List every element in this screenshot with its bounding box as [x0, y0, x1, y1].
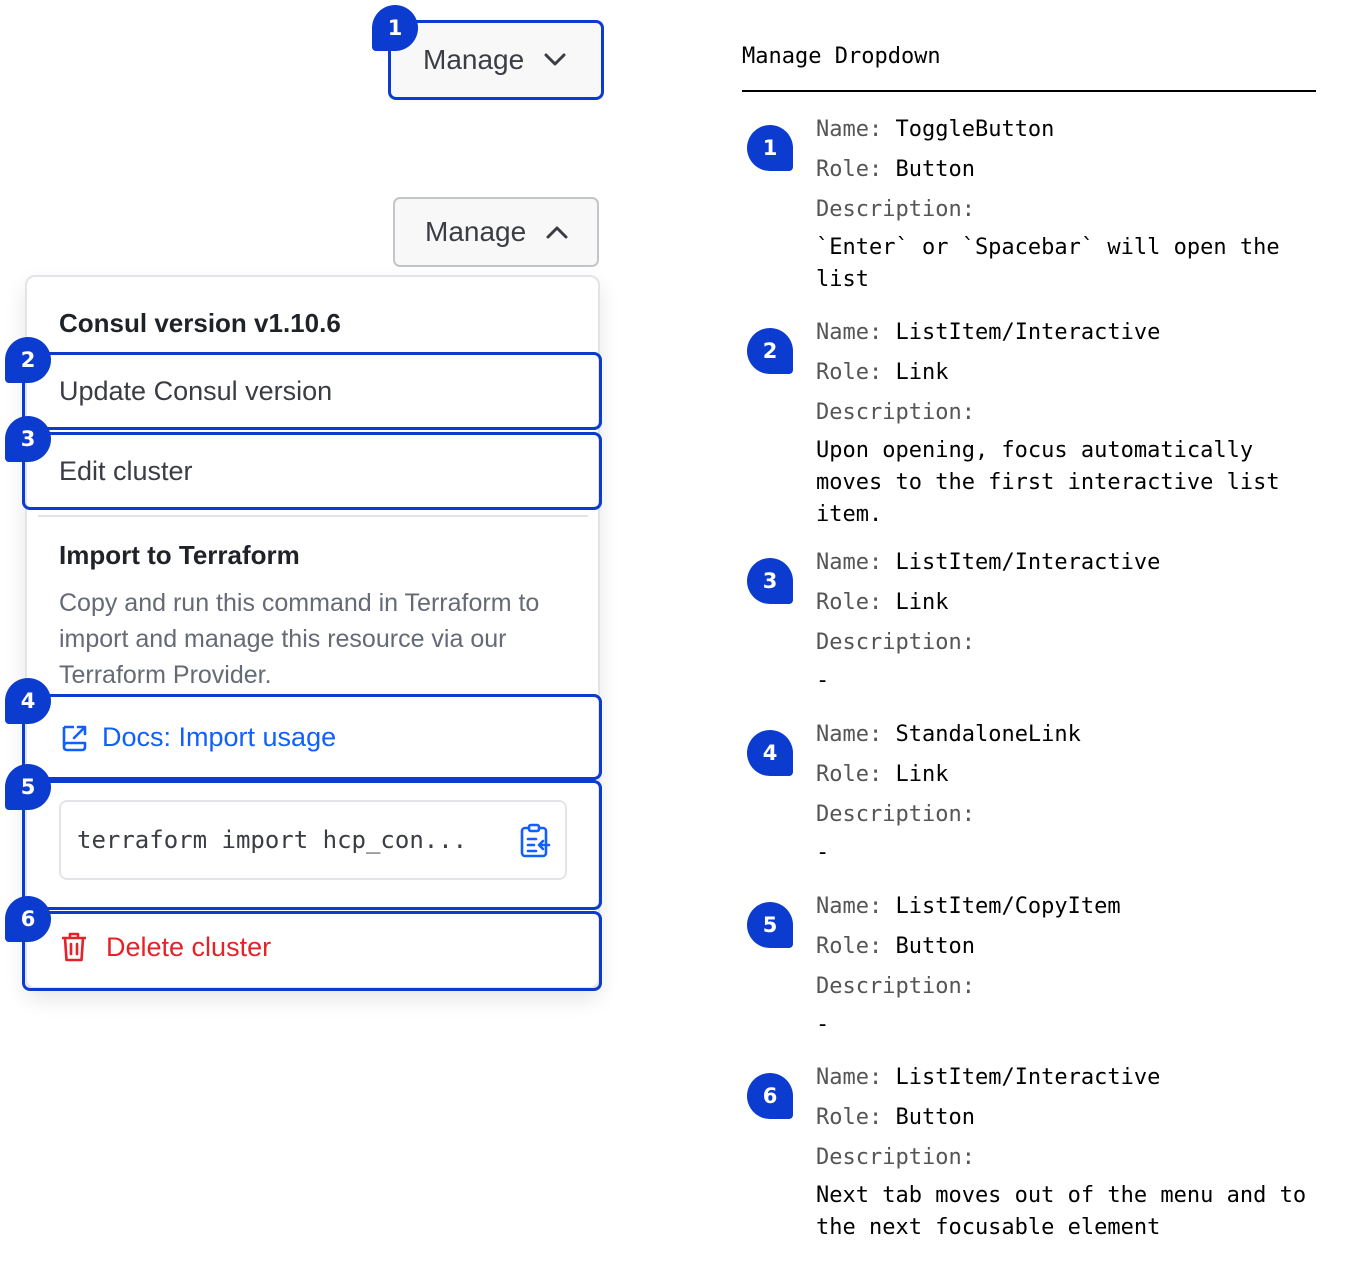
description-key: Description: [816, 197, 975, 222]
docs-link-label: Docs: Import usage [102, 722, 337, 752]
edit-focus-ring [22, 432, 602, 510]
role-key: Role: [816, 157, 883, 182]
delete-focus-ring [22, 911, 602, 991]
doc-entry-1: Name: ToggleButton Role: Button Descript… [816, 110, 1316, 296]
description-key: Description: [816, 1145, 975, 1170]
entry-description: - [816, 668, 830, 693]
name-key: Name: [816, 1065, 883, 1090]
entry-description: `Enter` or `Spacebar` will open the list [816, 235, 1280, 292]
chevron-up-icon [546, 226, 568, 239]
description-key: Description: [816, 630, 975, 655]
description-key: Description: [816, 400, 975, 425]
badge-3: 3 [5, 416, 51, 462]
copy-command-text: terraform import hcp_con... [77, 826, 468, 854]
entry-description: - [816, 1012, 830, 1037]
update-consul-version-item[interactable]: Update Consul version [59, 376, 333, 406]
chevron-down-icon [544, 53, 566, 66]
doc-badge-6: 6 [747, 1073, 793, 1119]
manage-toggle-button-open[interactable]: Manage [393, 197, 599, 267]
import-title: Import to Terraform [59, 540, 300, 570]
entry-name: StandaloneLink [895, 722, 1081, 747]
entry-name: ListItem/CopyItem [895, 894, 1121, 919]
entry-description: Upon opening, focus automatically moves … [816, 438, 1280, 527]
consul-version-title: Consul version v1.10.6 [59, 308, 341, 338]
doc-title-rule [742, 90, 1316, 92]
role-key: Role: [816, 1105, 883, 1130]
external-link-icon [62, 725, 87, 751]
delete-cluster-item[interactable]: Delete cluster [60, 931, 271, 963]
name-key: Name: [816, 894, 883, 919]
doc-entry-6: Name: ListItem/Interactive Role: Button … [816, 1058, 1316, 1244]
entry-role: Link [895, 590, 949, 615]
clipboard-copy-icon[interactable] [519, 823, 551, 859]
doc-title: Manage Dropdown [742, 44, 941, 69]
manage-label: Manage [425, 216, 527, 247]
delete-label: Delete cluster [106, 931, 272, 962]
badge-2: 2 [5, 337, 51, 383]
doc-entry-5: Name: ListItem/CopyItem Role: Button Des… [816, 887, 1316, 1041]
entry-name: ListItem/Interactive [895, 550, 1161, 575]
doc-badge-4: 4 [747, 730, 793, 776]
entry-description: - [816, 840, 830, 865]
entry-name: ListItem/Interactive [895, 320, 1161, 345]
doc-badge-1: 1 [747, 125, 793, 171]
copy-focus-ring [22, 780, 602, 910]
doc-entry-4: Name: StandaloneLink Role: Link Descript… [816, 715, 1316, 869]
edit-cluster-item[interactable]: Edit cluster [59, 456, 193, 486]
role-key: Role: [816, 590, 883, 615]
entry-name: ListItem/Interactive [895, 1065, 1161, 1090]
manage-label: Manage [423, 44, 525, 75]
role-key: Role: [816, 360, 883, 385]
badge-5: 5 [5, 764, 51, 810]
trash-icon [62, 932, 86, 962]
name-key: Name: [816, 722, 883, 747]
docs-focus-ring [22, 694, 602, 780]
name-key: Name: [816, 320, 883, 345]
role-key: Role: [816, 934, 883, 959]
import-description: Copy and run this command in Terraform t… [59, 589, 540, 689]
divider [38, 515, 588, 517]
doc-entry-2: Name: ListItem/Interactive Role: Link De… [816, 313, 1316, 531]
docs-import-usage-link[interactable]: Docs: Import usage [60, 722, 336, 753]
entry-description: Next tab moves out of the menu and to th… [816, 1183, 1307, 1240]
entry-role: Button [895, 1105, 975, 1130]
copy-item[interactable]: terraform import hcp_con... [59, 800, 567, 880]
entry-role: Link [895, 360, 949, 385]
entry-role: Button [895, 157, 975, 182]
doc-badge-3: 3 [747, 558, 793, 604]
manage-toggle-button-closed[interactable]: Manage [391, 23, 601, 97]
doc-badge-2: 2 [747, 328, 793, 374]
name-key: Name: [816, 550, 883, 575]
update-focus-ring [22, 352, 602, 430]
entry-name: ToggleButton [895, 117, 1055, 142]
description-key: Description: [816, 974, 975, 999]
entry-role: Link [895, 762, 949, 787]
badge-1: 1 [372, 5, 418, 51]
badge-6: 6 [5, 896, 51, 942]
doc-entry-3: Name: ListItem/Interactive Role: Link De… [816, 543, 1316, 697]
name-key: Name: [816, 117, 883, 142]
toggle-focus-ring [388, 20, 604, 100]
badge-4: 4 [5, 678, 51, 724]
role-key: Role: [816, 762, 883, 787]
description-key: Description: [816, 802, 975, 827]
entry-role: Button [895, 934, 975, 959]
doc-badge-5: 5 [747, 902, 793, 948]
